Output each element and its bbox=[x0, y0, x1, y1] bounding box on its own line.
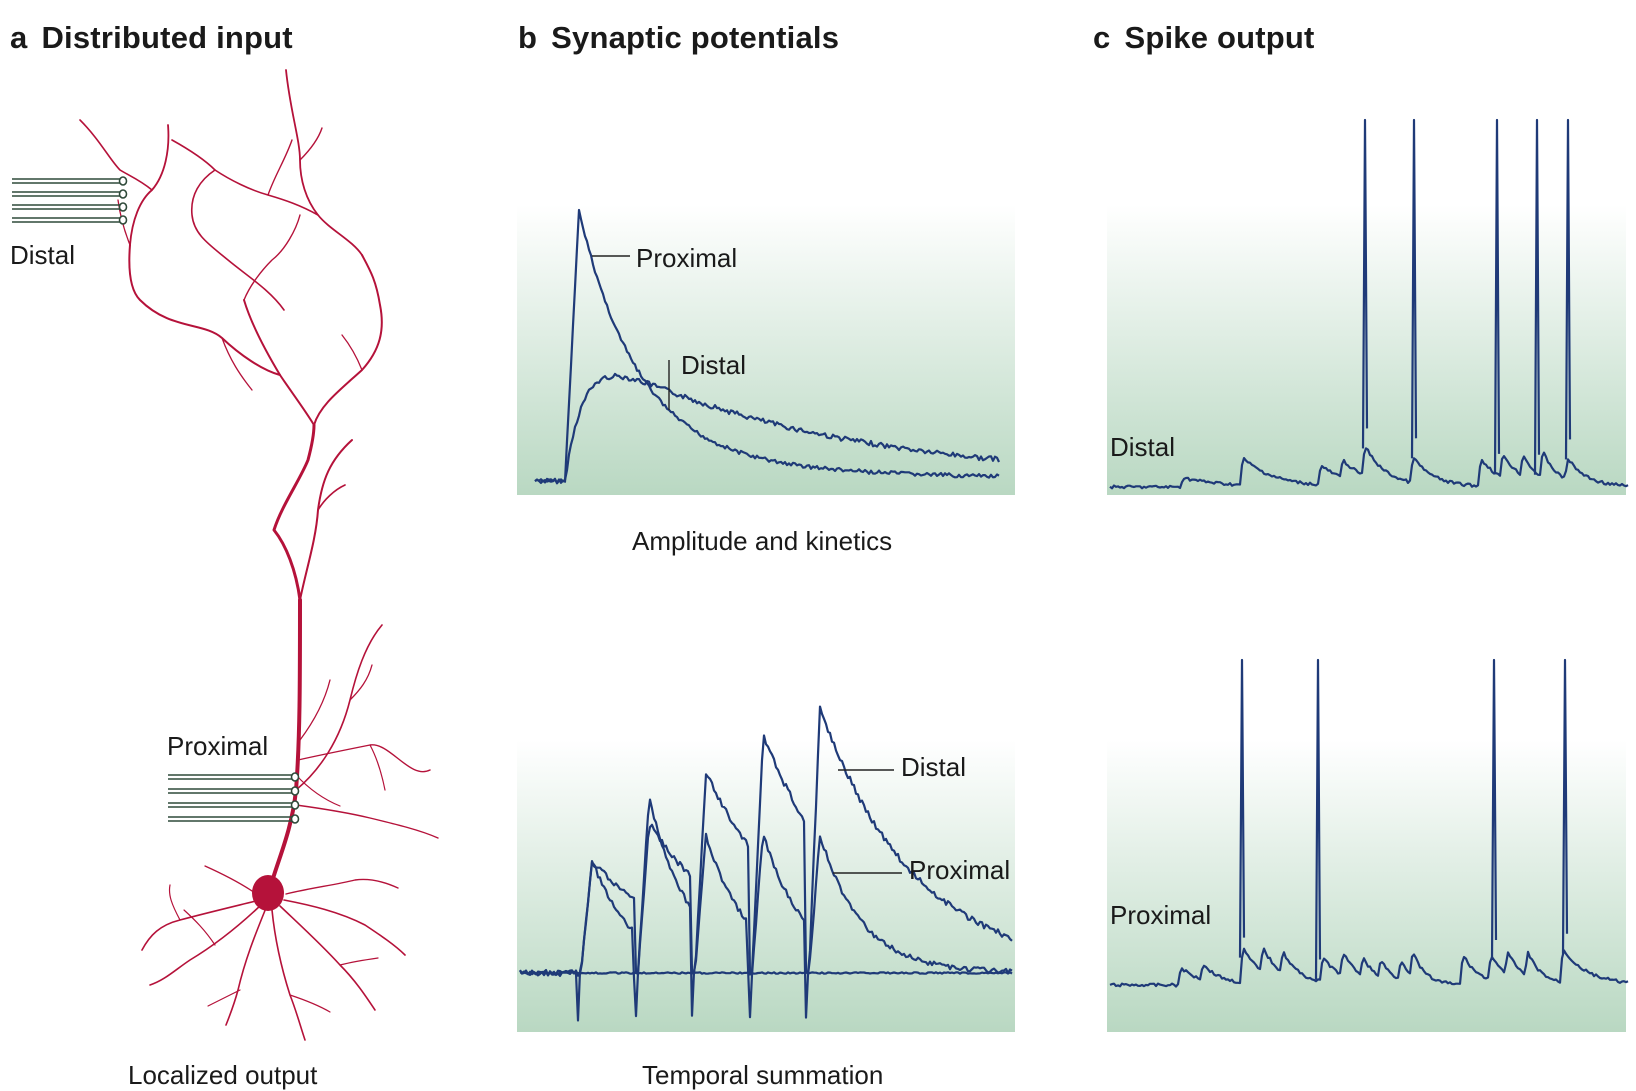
action-potential bbox=[1238, 658, 1246, 958]
plot-b-bottom bbox=[517, 740, 1015, 1032]
action-potential bbox=[1361, 118, 1369, 449]
action-potential bbox=[1564, 118, 1572, 460]
plot-b-top bbox=[517, 205, 1015, 495]
synaptic-top-proximal-label: Proximal bbox=[636, 243, 738, 273]
panel-title-text: Spike output bbox=[1124, 20, 1315, 55]
trace-summation-proximal bbox=[519, 798, 1013, 1022]
panel-b-title: b Synaptic potentials bbox=[518, 20, 839, 56]
neuron-caption: Localized output bbox=[128, 1060, 318, 1090]
electrode-tip bbox=[118, 189, 128, 199]
electrode-tip bbox=[118, 176, 128, 186]
trace-epsp-proximal bbox=[534, 208, 1000, 484]
soma bbox=[252, 875, 284, 911]
action-potential bbox=[1314, 658, 1322, 980]
panel-c-title: c Spike output bbox=[1093, 20, 1315, 56]
panel-title-text: Distributed input bbox=[41, 20, 293, 55]
electrode-tip bbox=[290, 786, 300, 796]
neuron-proximal-label: Proximal bbox=[167, 731, 269, 761]
synaptic-top-caption: Amplitude and kinetics bbox=[632, 526, 893, 556]
trace-summation-distal bbox=[519, 705, 1013, 977]
spike-bottom-label: Proximal bbox=[1110, 900, 1212, 930]
action-potential bbox=[1490, 658, 1498, 961]
electrode-tip bbox=[290, 772, 300, 782]
electrode-tip bbox=[118, 202, 128, 212]
panel-a-title: a Distributed input bbox=[10, 20, 293, 56]
electrode-tip bbox=[290, 814, 300, 824]
trace-baseline bbox=[519, 971, 1013, 975]
panel-letter: c bbox=[1093, 20, 1111, 55]
action-potential bbox=[1533, 118, 1541, 475]
action-potential bbox=[1493, 118, 1501, 474]
synaptic-bottom-caption: Temporal summation bbox=[642, 1060, 884, 1090]
panel-letter: a bbox=[10, 20, 28, 55]
electrodes bbox=[12, 176, 300, 824]
electrode-tip bbox=[290, 800, 300, 810]
trace-spike-proximal bbox=[1109, 947, 1629, 988]
action-potential bbox=[1410, 118, 1418, 459]
trace-epsp-distal bbox=[534, 372, 1000, 485]
synaptic-bottom-proximal-label: Proximal bbox=[909, 855, 1011, 885]
synaptic-top-distal-label: Distal bbox=[681, 350, 747, 380]
synaptic-bottom-distal-label: Distal bbox=[901, 752, 967, 782]
plot-c-bottom bbox=[1107, 740, 1626, 1032]
electrode-tip bbox=[118, 215, 128, 225]
spike-top-label: Distal bbox=[1110, 432, 1176, 462]
panel-title-text: Synaptic potentials bbox=[551, 20, 840, 55]
trace-spike-distal bbox=[1109, 447, 1629, 490]
panel-letter: b bbox=[518, 20, 538, 55]
neuron-distal-label: Distal bbox=[10, 240, 76, 270]
action-potential bbox=[1561, 658, 1569, 954]
